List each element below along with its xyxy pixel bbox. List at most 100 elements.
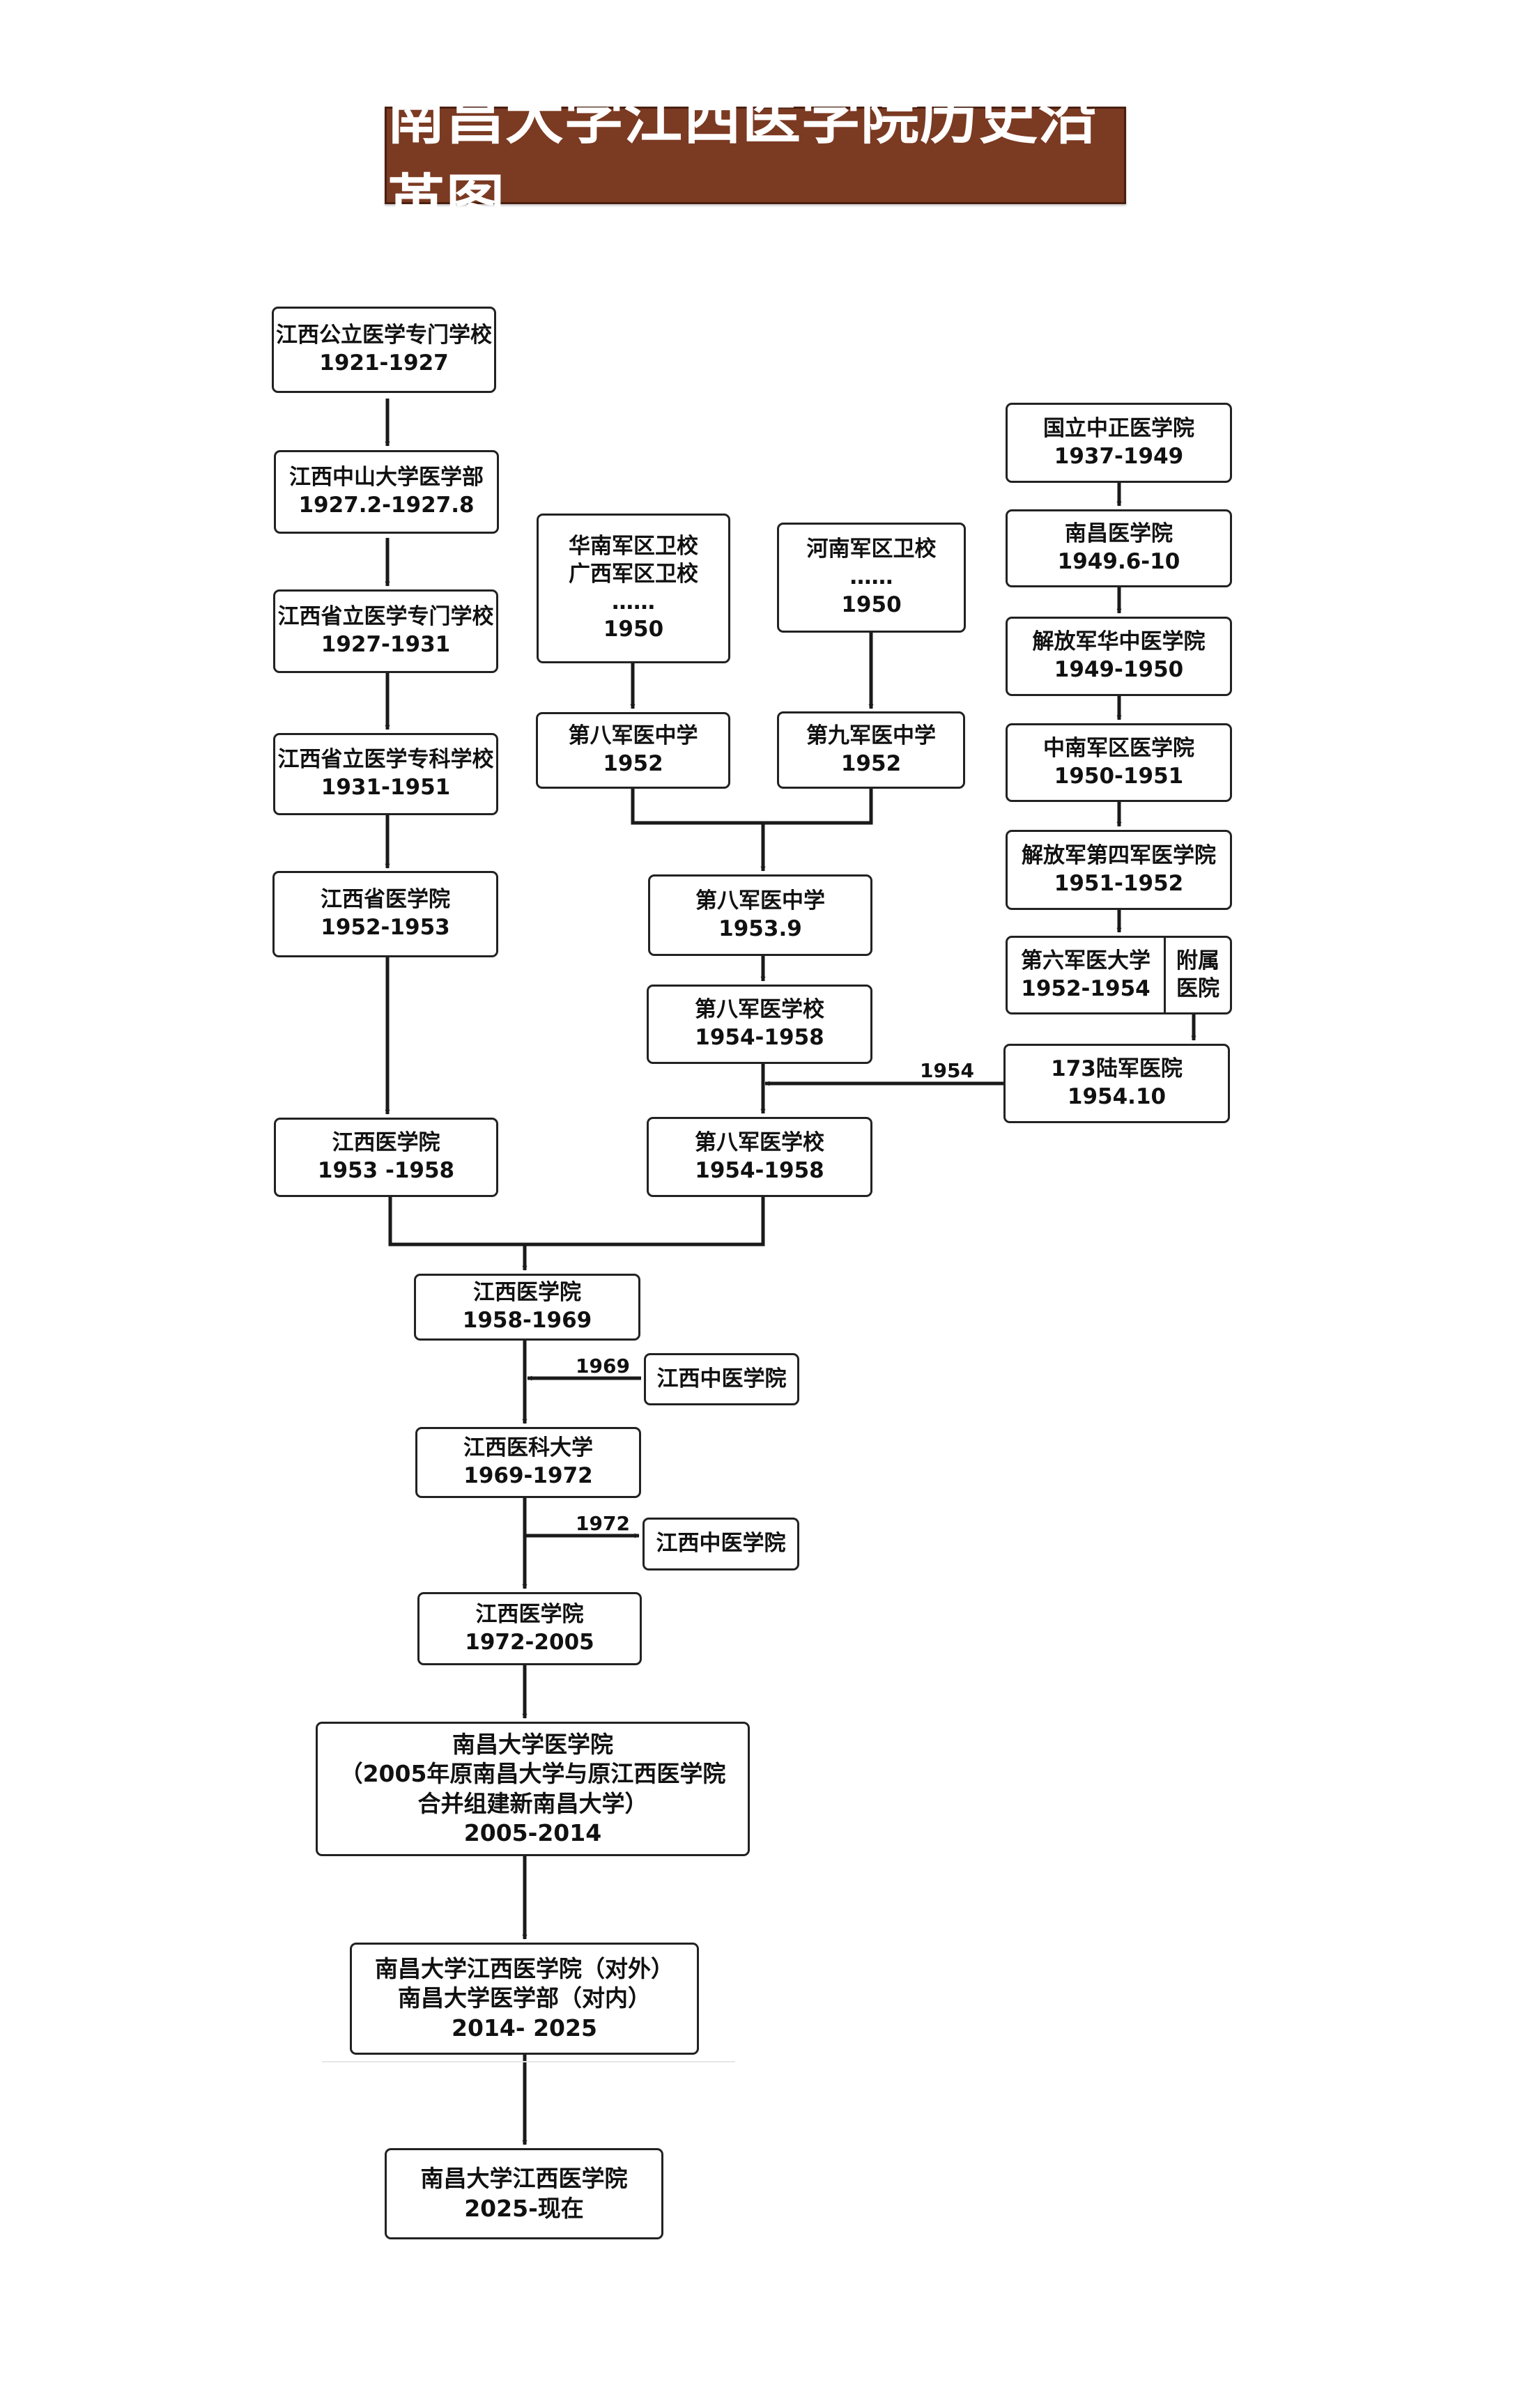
node-text-line: 第八军医中学 <box>695 888 825 913</box>
node-text-line: 华南军区卫校 <box>569 534 698 559</box>
node-text-line: 南昌医学院 <box>1065 521 1173 547</box>
node-text-line: 附属 <box>1176 948 1219 973</box>
node-text-line: 江西医学院 <box>332 1130 440 1156</box>
merge-to-1958 <box>388 1197 765 1247</box>
node-text-line: 南昌大学江西医学院 <box>420 2165 628 2193</box>
node-text-line: 1949.6-10 <box>1057 549 1180 574</box>
node-text-line: 江西中医学院 <box>656 1531 786 1557</box>
node-text-line: 江西中医学院 <box>656 1366 787 1391</box>
node-text-line: 1927-1931 <box>321 632 451 657</box>
node-liujun-fushu: 附属医院 <box>1164 938 1230 1012</box>
node-text-line: …… <box>612 589 655 615</box>
node-text-line: 2025-现在 <box>464 2194 584 2222</box>
node-text-line: 1954-1958 <box>695 1025 824 1050</box>
edge-label-1969: 1969 <box>576 1354 630 1377</box>
chart-title: 南昌大学江西医学院历史沿革图 <box>387 84 1098 236</box>
node-text-line: 1952 <box>840 750 902 776</box>
node-text-line: 江西医学院 <box>473 1280 581 1306</box>
node-text-line: 解放军第四军医学院 <box>1022 842 1216 868</box>
node-text-line: 2005-2014 <box>463 1819 602 1846</box>
node-text-line: 国立中正医学院 <box>1043 415 1194 441</box>
node-text-line: 1954-1958 <box>695 1157 824 1183</box>
node-text-line: 合并组建新南昌大学） <box>417 1789 648 1817</box>
node-text-line: 南昌大学医学院 <box>452 1731 613 1759</box>
node-text-line: 解放军华中医学院 <box>1032 629 1206 655</box>
node-text-line: 1953.9 <box>718 916 802 941</box>
chart-title-banner: 南昌大学江西医学院历史沿革图 <box>385 84 1126 236</box>
node-ncu-jx-dual: 南昌大学江西医学院（对外）南昌大学医学部（对内） 2014- 2025 <box>350 1943 699 2055</box>
node-text-line: 江西公立医学专门学校 <box>276 323 492 348</box>
node-text-line: 南昌大学江西医学院（对外） <box>375 1955 674 1983</box>
node-text-line: 1937-1949 <box>1054 443 1184 469</box>
node-text-line: 江西医科大学 <box>463 1435 593 1461</box>
merge-ba-jiu <box>631 789 873 825</box>
node-text-line: 医院 <box>1176 975 1219 1001</box>
node-text-line: 1951-1952 <box>1054 870 1184 896</box>
node-text-line: 1921-1927 <box>319 350 449 376</box>
node-text-line: 1954.10 <box>1067 1084 1167 1109</box>
node-text-line: 江西省立医学专科学校 <box>277 747 494 773</box>
node-text-line: 1953 -1958 <box>317 1158 455 1183</box>
node-text-line: 1950-1951 <box>1054 763 1184 789</box>
node-text-line: 1931-1951 <box>321 775 451 800</box>
edge-label-1972: 1972 <box>576 1512 630 1535</box>
node-text-line: 广西军区卫校 <box>569 561 698 587</box>
node-ba-zhongxue-1953: 第八军医中学 1953.9 <box>648 874 872 956</box>
node-text-line: 1949-1950 <box>1054 657 1184 682</box>
node-text-line: 1927.2-1927.8 <box>298 493 475 518</box>
node-text-line: 江西省医学院 <box>321 887 450 913</box>
node-jx-zhongyi-1972: 江西中医学院 <box>642 1518 799 1570</box>
node-text-line: 1952 <box>603 751 663 776</box>
node-ncu-yxy: 南昌大学医学院（2005年原南昌大学与原江西医学院 合并组建新南昌大学）2005… <box>316 1722 750 1856</box>
node-text-line: 第九军医中学 <box>806 723 936 748</box>
node-henan: 河南军区卫校…… 1950 <box>777 523 966 633</box>
node-text-line: 1958-1969 <box>462 1308 592 1333</box>
node-jx-zhongyi-1969: 江西中医学院 <box>644 1353 799 1405</box>
node-text-line: 江西医学院 <box>475 1601 584 1627</box>
node-text-line: 1952-1953 <box>321 915 450 940</box>
node-text-line: 河南军区卫校 <box>806 537 937 562</box>
node-text-line: 中南军区医学院 <box>1043 735 1194 761</box>
node-huanan: 华南军区卫校广西军区卫校 ……1950 <box>537 514 730 663</box>
node-text-line: 1952-1954 <box>1021 975 1150 1001</box>
node-text-line: 第八军医学校 <box>695 997 824 1023</box>
node-text-line: …… <box>849 564 893 590</box>
node-text-line: 2014- 2025 <box>452 2014 597 2042</box>
node-text-line: 1950 <box>603 617 664 642</box>
node-text-line: 1969-1972 <box>463 1463 593 1488</box>
node-text-line: 第六军医大学 <box>1021 948 1150 973</box>
node-text-line: （2005年原南昌大学与原江西医学院 <box>339 1760 726 1788</box>
node-text-line: 南昌大学医学部（对内） <box>398 1984 651 2012</box>
node-text-line: 江西中山大学医学部 <box>289 465 484 491</box>
node-text-line: 1950 <box>841 592 902 617</box>
node-text-line: 1972-2005 <box>465 1629 594 1655</box>
node-text-line: 江西省立医学专门学校 <box>277 604 494 630</box>
node-text-line: 第八军医中学 <box>568 723 698 749</box>
node-text-line: 173陆军医院 <box>1051 1056 1183 1082</box>
node-text-line: 第八军医学校 <box>695 1129 824 1155</box>
